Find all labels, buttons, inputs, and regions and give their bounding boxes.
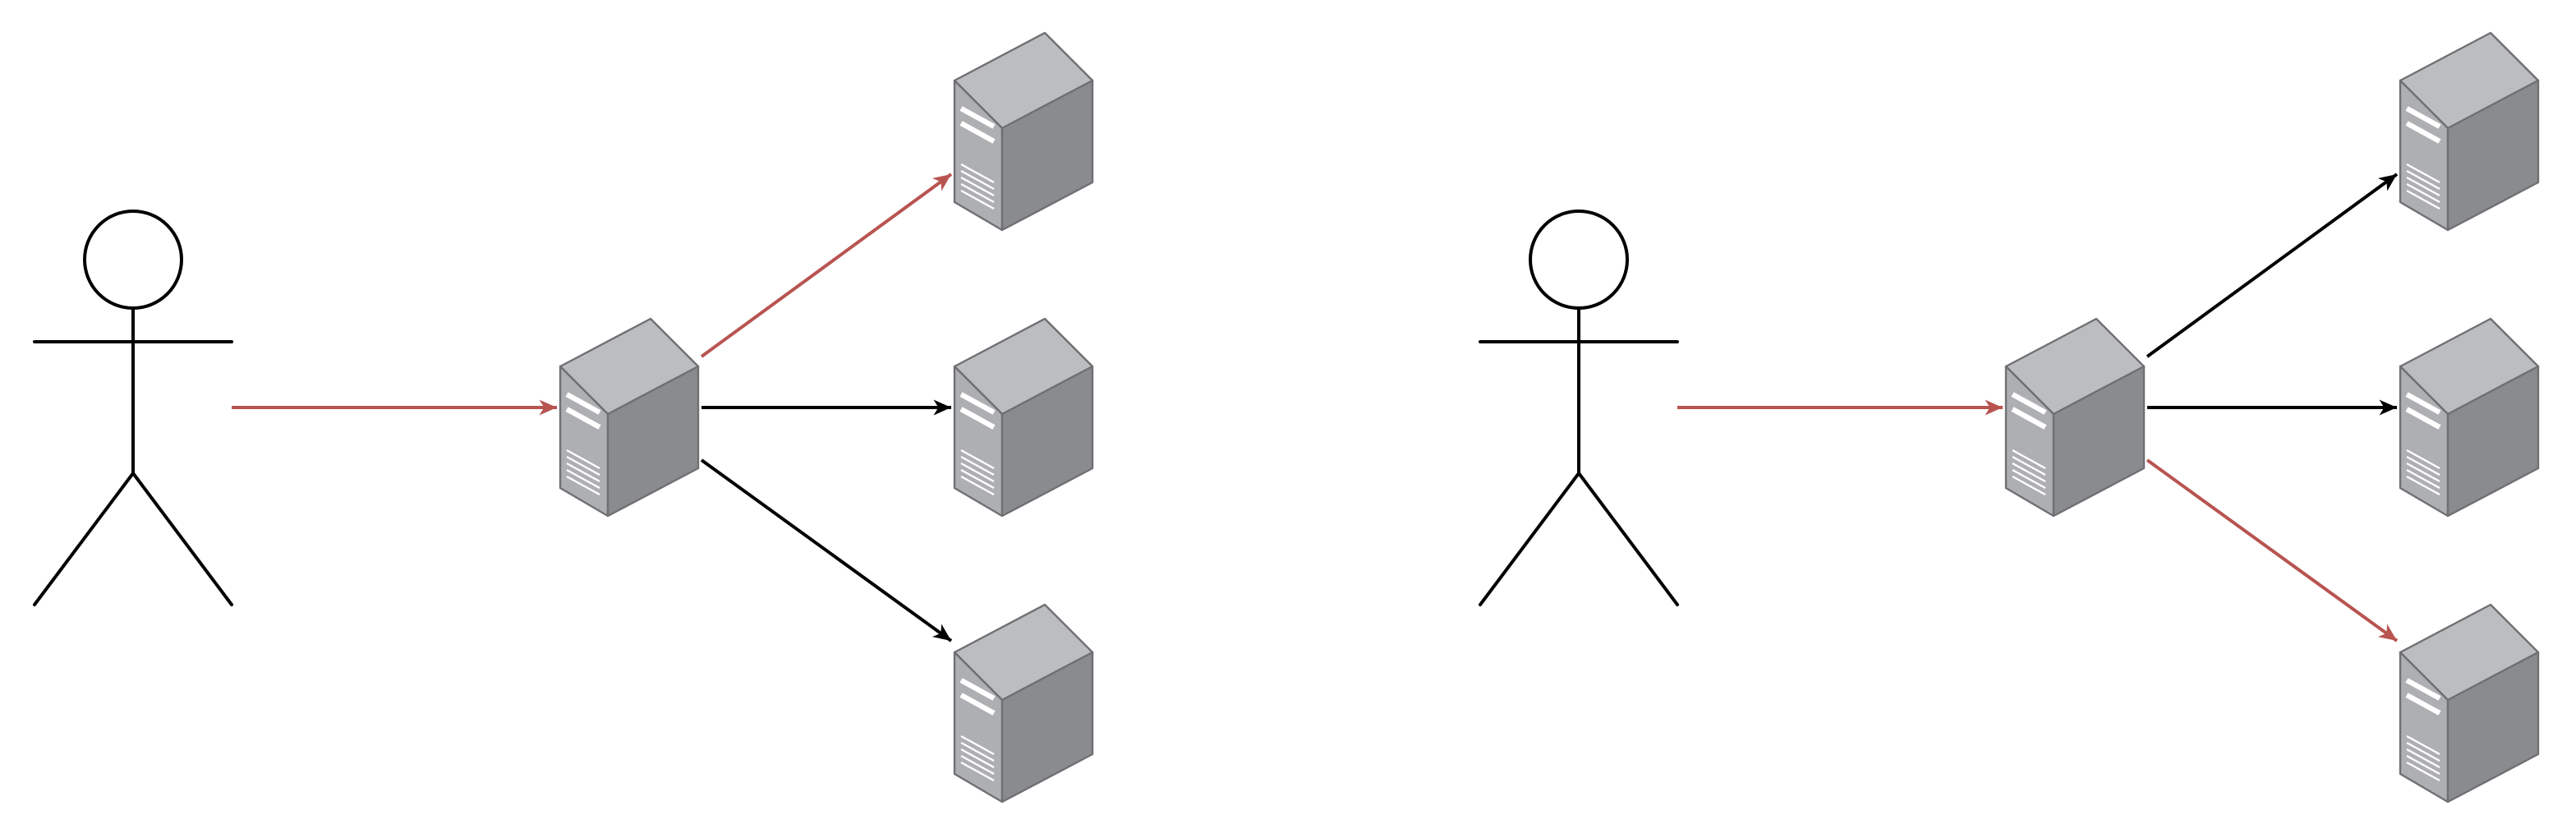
- actor-right-leg: [1577, 472, 1679, 606]
- server-vents: [2011, 392, 2047, 496]
- server-side: [606, 365, 700, 518]
- server-vents: [959, 392, 996, 496]
- backend-server-icon-2: [953, 317, 1094, 518]
- server-vents: [565, 392, 601, 496]
- load-balancer-server-icon: [2004, 317, 2146, 518]
- server-vents: [2405, 678, 2441, 782]
- server-side: [1000, 365, 1094, 518]
- backend-server-icon-1: [953, 31, 1094, 232]
- server-vents: [2405, 106, 2441, 210]
- route-arrow-3: [700, 458, 953, 642]
- backend-server-icon-2: [2399, 317, 2540, 518]
- server-side: [2446, 365, 2540, 518]
- user-stick-figure-icon: [1479, 210, 1679, 606]
- server-side: [1000, 79, 1094, 232]
- backend-server-icon-3: [953, 603, 1094, 803]
- route-arrow-1: [700, 173, 953, 358]
- server-side: [2446, 651, 2540, 803]
- load-balancing-panel-1: [33, 31, 1094, 803]
- load-balancer-server-icon: [559, 317, 700, 518]
- server-side: [1000, 651, 1094, 803]
- server-vents: [959, 106, 996, 210]
- server-vents: [2405, 392, 2441, 496]
- server-side: [2052, 365, 2146, 518]
- route-arrow-3: [2146, 458, 2399, 642]
- load-balancing-panel-2: [1479, 31, 2540, 803]
- user-stick-figure-icon: [33, 210, 233, 606]
- route-arrow-1: [2146, 173, 2399, 358]
- server-vents: [959, 678, 996, 782]
- actor-head: [83, 210, 183, 310]
- server-side: [2446, 79, 2540, 232]
- backend-server-icon-1: [2399, 31, 2540, 232]
- actor-left-leg: [33, 472, 135, 606]
- actor-left-leg: [1479, 472, 1580, 606]
- backend-server-icon-3: [2399, 603, 2540, 803]
- actor-right-leg: [131, 472, 233, 606]
- actor-head: [1529, 210, 1629, 310]
